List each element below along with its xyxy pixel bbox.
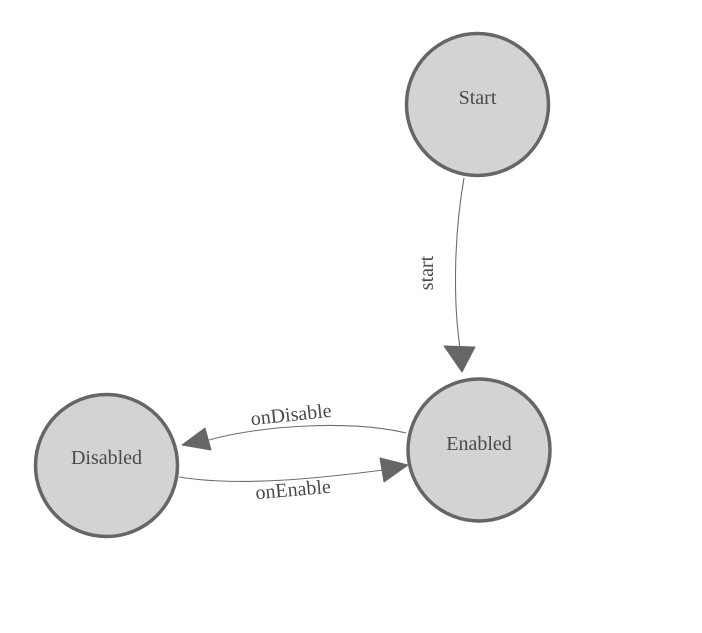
state-node-start[interactable]: Start	[404, 31, 551, 178]
arrowhead-down-icon	[443, 345, 476, 373]
edge-disabled-to-enabled: onEnable	[178, 457, 409, 505]
state-node-enabled[interactable]: Enabled	[406, 377, 552, 523]
state-node-start-label: Start	[459, 87, 497, 109]
edge-label-start: start	[416, 255, 438, 290]
edge-line-start-to-enabled	[454, 177, 465, 349]
state-node-disabled[interactable]: Disabled	[33, 392, 180, 539]
edge-label-onenable: onEnable	[255, 476, 332, 505]
edge-line-enabled-to-disabled	[208, 424, 407, 441]
state-node-disabled-circle[interactable]	[33, 392, 180, 539]
edge-start-to-enabled: start	[416, 177, 476, 373]
state-node-disabled-label: Disabled	[71, 447, 142, 469]
state-node-enabled-label: Enabled	[446, 433, 512, 455]
edge-enabled-to-disabled: onDisable	[181, 400, 407, 451]
arrowhead-right-icon	[379, 457, 409, 483]
state-node-start-circle[interactable]	[404, 31, 551, 178]
edge-line-disabled-to-enabled	[178, 469, 384, 482]
arrowhead-left-icon	[181, 427, 212, 451]
state-node-enabled-circle[interactable]	[406, 377, 552, 523]
